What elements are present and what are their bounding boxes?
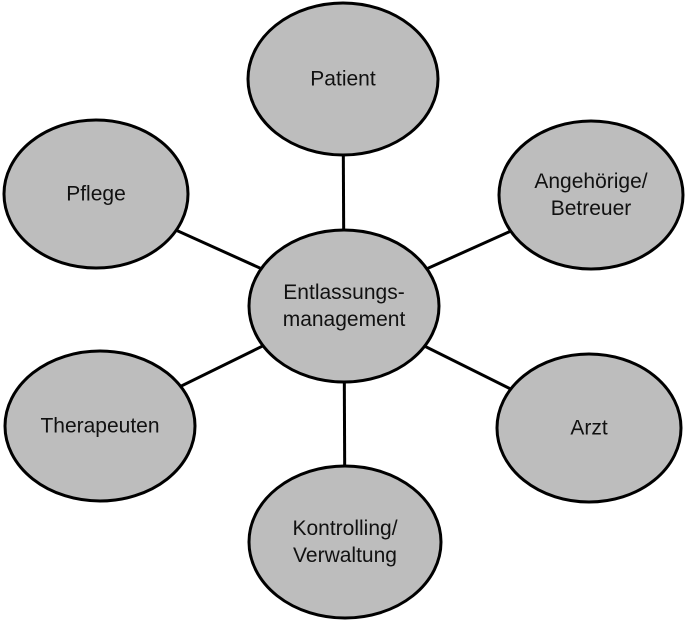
node-label-arzt-0: Arzt xyxy=(570,417,608,440)
node-label-entlassungsmanagement-0: Entlassungs- xyxy=(283,281,404,304)
node-ellipse-pflege xyxy=(2,118,190,270)
node-pflege: Pflege xyxy=(2,118,190,270)
node-ellipse-kontrolling-verwaltung xyxy=(247,464,443,620)
node-ellipse-therapeuten xyxy=(3,349,197,503)
node-ellipse-entlassungsmanagement xyxy=(247,228,441,384)
node-ellipse-angehoerige-betreuer xyxy=(497,119,685,271)
node-ellipse-arzt xyxy=(495,352,683,504)
node-arzt: Arzt xyxy=(495,352,683,504)
node-label-patient-0: Patient xyxy=(310,68,376,91)
center-node-entlassungsmanagement: Entlassungs-management xyxy=(247,228,441,384)
node-label-kontrolling-verwaltung-1: Verwaltung xyxy=(293,544,397,567)
node-label-angehoerige-betreuer-1: Betreuer xyxy=(551,197,632,220)
node-kontrolling-verwaltung: Kontrolling/Verwaltung xyxy=(247,464,443,620)
node-angehoerige-betreuer: Angehörige/Betreuer xyxy=(497,119,685,271)
node-label-therapeuten-0: Therapeuten xyxy=(40,415,159,438)
node-patient: Patient xyxy=(246,1,440,157)
node-label-entlassungsmanagement-1: management xyxy=(283,308,406,331)
node-label-kontrolling-verwaltung-0: Kontrolling/ xyxy=(292,517,397,540)
node-label-angehoerige-betreuer-0: Angehörige/ xyxy=(534,170,647,193)
node-label-pflege-0: Pflege xyxy=(66,183,126,206)
node-therapeuten: Therapeuten xyxy=(3,349,197,503)
node-ellipse-patient xyxy=(246,1,440,157)
